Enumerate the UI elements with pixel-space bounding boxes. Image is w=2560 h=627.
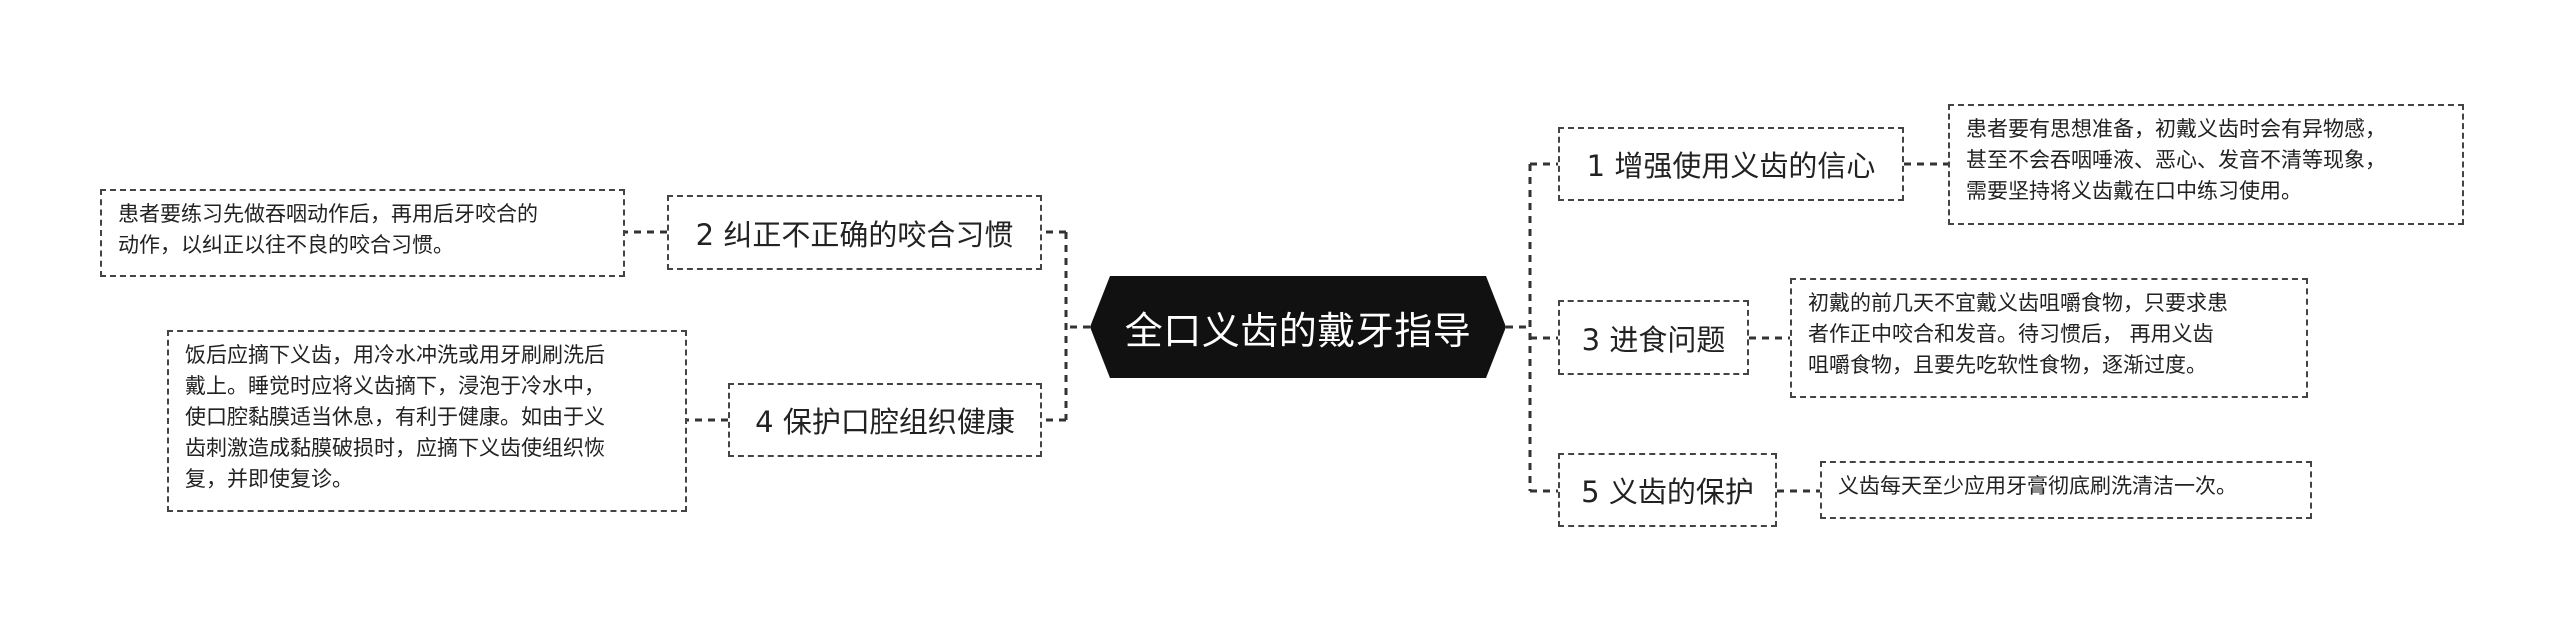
- detail-line: 者作正中咬合和发音。待习惯后， 再用义齿: [1808, 322, 2214, 346]
- detail-correct-bite-habit[interactable]: 患者要练习先做吞咽动作后，再用后牙咬合的 动作，以纠正以往不良的咬合习惯。: [100, 189, 625, 277]
- topic-protect-oral-tissue[interactable]: 4 保护口腔组织健康: [728, 383, 1042, 457]
- detail-line: 初戴的前几天不宜戴义齿咀嚼食物，只要求患: [1808, 291, 2228, 315]
- topic-increase-confidence[interactable]: 1 增强使用义齿的信心: [1558, 127, 1904, 201]
- detail-line: 动作，以纠正以往不良的咬合习惯。: [118, 233, 454, 257]
- central-topic[interactable]: 全口义齿的戴牙指导: [1090, 276, 1506, 378]
- detail-denture-protection[interactable]: 义齿每天至少应用牙膏彻底刷洗清洁一次。: [1820, 461, 2312, 519]
- topic-correct-bite-habit[interactable]: 2 纠正不正确的咬合习惯: [667, 195, 1042, 270]
- detail-line: 需要坚持将义齿戴在口中练习使用。: [1966, 179, 2302, 203]
- detail-line: 咀嚼食物，且要先吃软性食物，逐渐过度。: [1808, 353, 2207, 377]
- detail-line: 义齿每天至少应用牙膏彻底刷洗清洁一次。: [1838, 474, 2237, 498]
- detail-line: 复，并即使复诊。: [185, 467, 353, 491]
- detail-eating-issues[interactable]: 初戴的前几天不宜戴义齿咀嚼食物，只要求患 者作正中咬合和发音。待习惯后， 再用义…: [1790, 278, 2308, 398]
- detail-line: 戴上。睡觉时应将义齿摘下，浸泡于冷水中，: [185, 374, 605, 398]
- topic-eating-issues[interactable]: 3 进食问题: [1558, 300, 1749, 375]
- topic-denture-protection[interactable]: 5 义齿的保护: [1558, 453, 1777, 527]
- detail-protect-oral-tissue[interactable]: 饭后应摘下义齿，用冷水冲洗或用牙刷刷洗后 戴上。睡觉时应将义齿摘下，浸泡于冷水中…: [167, 330, 687, 512]
- detail-line: 甚至不会吞咽唾液、恶心、发音不清等现象，: [1966, 148, 2386, 172]
- detail-line: 齿刺激造成黏膜破损时，应摘下义齿使组织恢: [185, 436, 605, 460]
- detail-line: 患者要有思想准备，初戴义齿时会有异物感，: [1966, 117, 2386, 141]
- detail-line: 患者要练习先做吞咽动作后，再用后牙咬合的: [118, 202, 538, 226]
- detail-line: 饭后应摘下义齿，用冷水冲洗或用牙刷刷洗后: [185, 343, 605, 367]
- detail-increase-confidence[interactable]: 患者要有思想准备，初戴义齿时会有异物感， 甚至不会吞咽唾液、恶心、发音不清等现象…: [1948, 104, 2464, 225]
- detail-line: 使口腔黏膜适当休息，有利于健康。如由于义: [185, 405, 605, 429]
